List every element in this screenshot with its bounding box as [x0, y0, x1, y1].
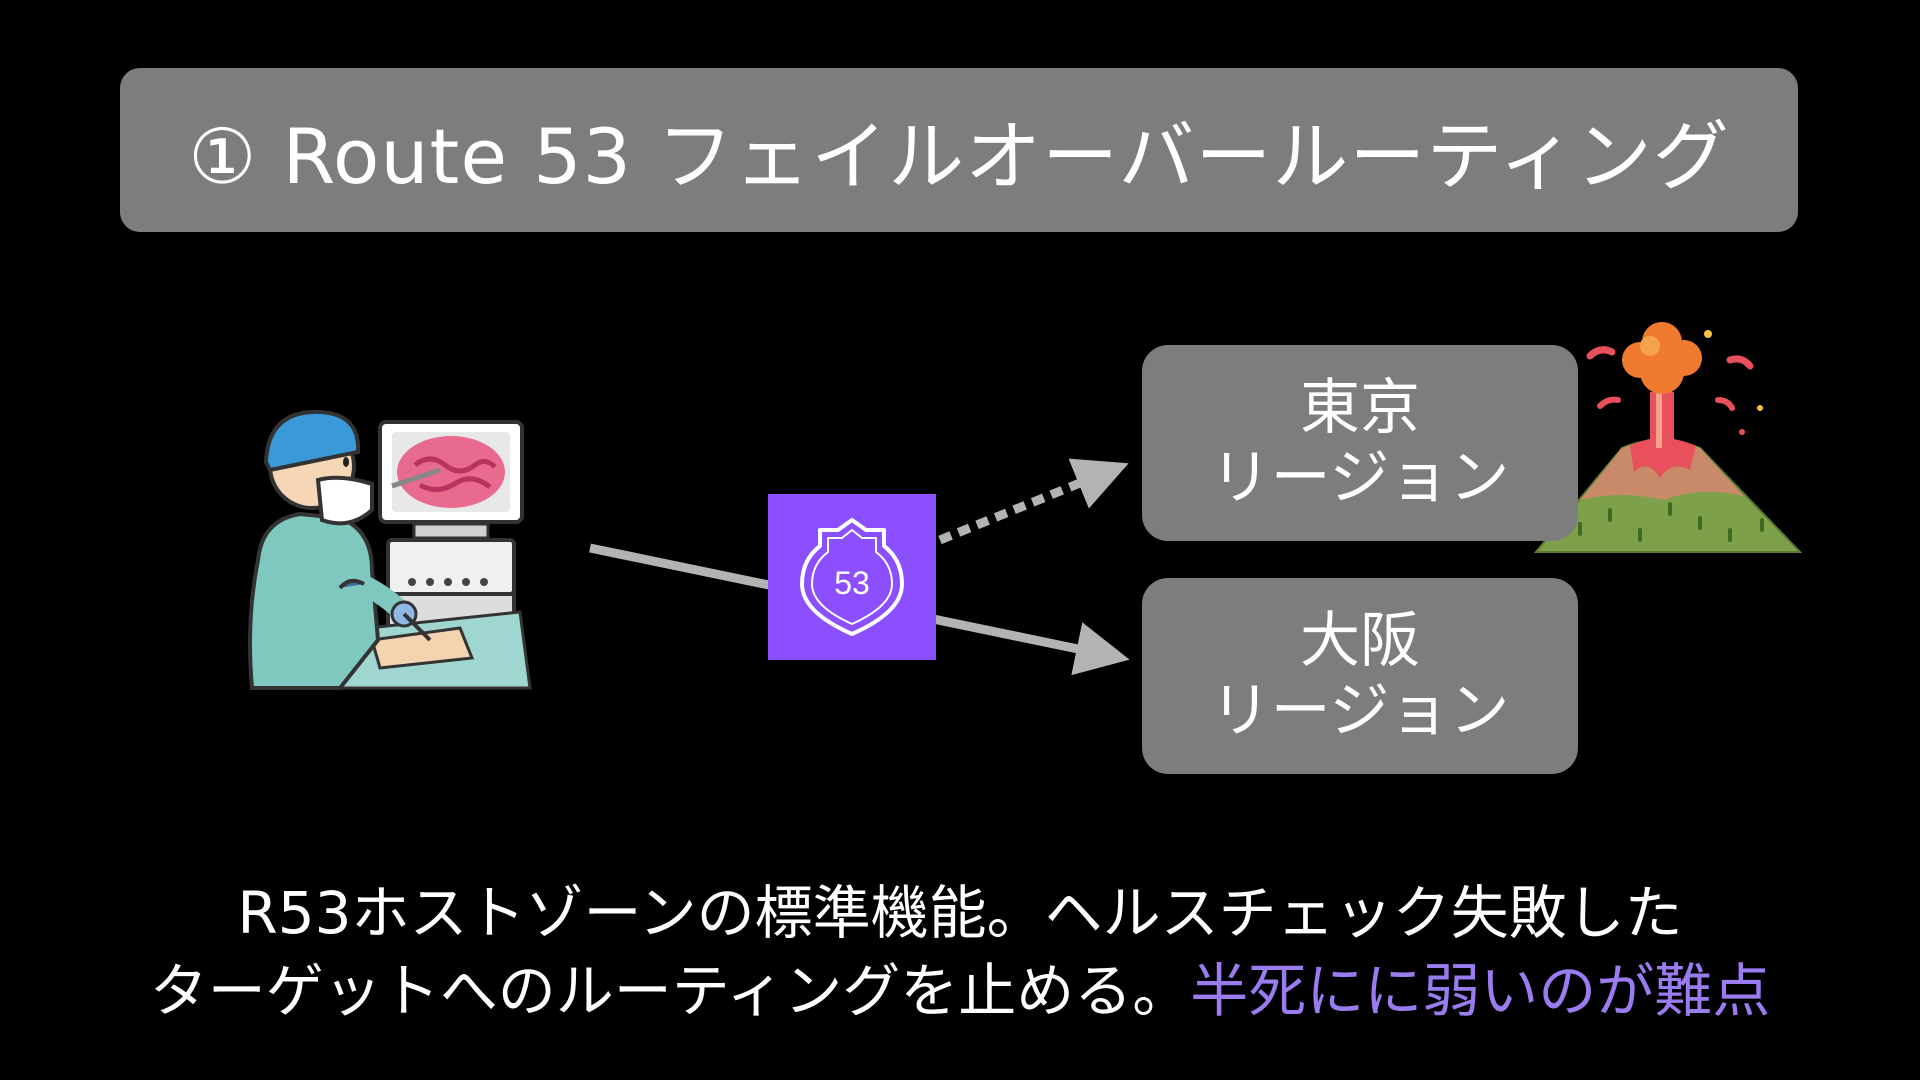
- surgeon-with-endoscope-monitor-icon: [248, 409, 532, 690]
- caption-line-1: R53ホストゾーンの標準機能。ヘルスチェック失敗した: [237, 879, 1683, 947]
- caption-line-2: ターゲットへのルーティングを止める。半死にに弱いのが難点: [0, 944, 1920, 1028]
- region-box-tokyo: 東京 リージョン: [1142, 345, 1578, 541]
- volcano-eruption-icon: [1533, 322, 1803, 553]
- region-tokyo-name: 東京: [1300, 373, 1420, 443]
- route53-label: 53: [834, 565, 870, 601]
- title-banner: ① Route 53 フェイルオーバールーティング: [120, 68, 1798, 232]
- region-box-osaka: 大阪 リージョン: [1142, 578, 1578, 774]
- arrow-to-tokyo-dotted: [938, 458, 1129, 545]
- caption-highlight: 半死にに弱いのが難点: [1190, 957, 1771, 1025]
- region-tokyo-label: リージョン: [1210, 443, 1510, 513]
- route53-shield-icon: 53: [768, 494, 936, 660]
- caption-line-2-main: ターゲットへのルーティングを止める。: [149, 957, 1191, 1025]
- region-osaka-name: 大阪: [1300, 606, 1420, 676]
- region-osaka-label: リージョン: [1210, 676, 1510, 746]
- page-title: ① Route 53 フェイルオーバールーティング: [188, 112, 1730, 201]
